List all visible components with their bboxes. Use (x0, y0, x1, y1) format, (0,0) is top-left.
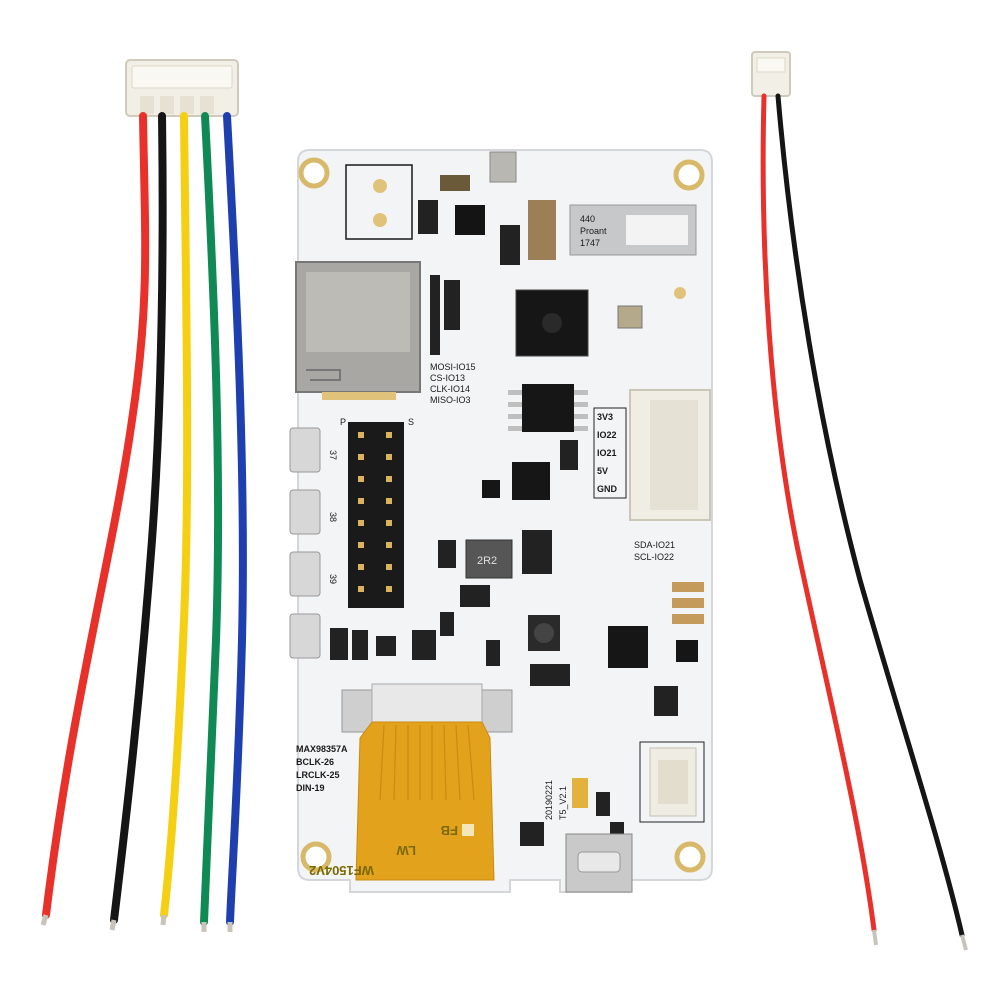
micro-usb-port (565, 833, 633, 893)
chip-antenna: 440 Proant 1747 (569, 204, 697, 256)
red-wire (42, 112, 150, 919)
button-37 (289, 427, 321, 473)
button-39 (289, 551, 321, 597)
sd-pin-label: CLK-IO14 (430, 384, 470, 394)
yellow-wire (160, 112, 192, 919)
battery-connector (639, 741, 705, 823)
black-wire (110, 112, 167, 924)
button-label: 39 (328, 574, 338, 584)
display-flex-cable: FB LW WF1504V2 (309, 721, 495, 881)
i2c-connector-label: 5V (597, 466, 608, 476)
audio-pin-label: BCLK-26 (296, 757, 334, 767)
pin-header (348, 422, 404, 608)
black-wire-right (775, 93, 965, 938)
button-38 (289, 489, 321, 535)
blue-wire (223, 112, 247, 926)
i2c-pin-label: SCL-IO22 (634, 552, 674, 562)
i2c-connector-label: IO21 (597, 448, 617, 458)
audio-pin-label: LRCLK-25 (296, 770, 340, 780)
antenna-text: 1747 (580, 238, 600, 248)
header-label: S (408, 417, 414, 427)
date-code: 20190221 (544, 780, 554, 820)
antenna-text: 440 (580, 214, 595, 224)
mounting-holes (298, 157, 706, 873)
button-rst (289, 613, 321, 659)
i2c-connector-label: 3V3 (597, 412, 613, 422)
button-label: 37 (328, 450, 338, 460)
microsd-card-slot (295, 261, 421, 400)
red-wire-right (760, 93, 877, 933)
audio-pin-label: MAX98357A (296, 744, 348, 754)
sd-pin-label: CS-IO13 (430, 373, 465, 383)
flash-chip (522, 384, 574, 432)
board-version: T5_V2.1 (558, 786, 568, 820)
flex-text: FB (441, 823, 458, 838)
flex-text: LW (396, 843, 416, 858)
inductor-label: 2R2 (477, 555, 497, 567)
antenna-text: Proant (580, 226, 607, 236)
button-label: 38 (328, 512, 338, 522)
header-label: P (340, 417, 346, 427)
i2c-connector-label: GND (597, 484, 618, 494)
two-wire-cable (751, 51, 968, 951)
inductor: 2R2 (465, 539, 513, 579)
i2c-connector (593, 389, 711, 521)
pcb-board: MOSI-IO15 CS-IO13 CLK-IO14 MISO-IO3 440 … (289, 149, 713, 893)
sd-pin-label: MISO-IO3 (430, 395, 471, 405)
audio-pin-label: DIN-19 (296, 783, 325, 793)
i2c-pin-label: SDA-IO21 (634, 540, 675, 550)
green-wire (200, 112, 223, 926)
five-wire-cable (40, 59, 247, 932)
flex-text: WF1504V2 (309, 863, 374, 878)
push-buttons (289, 427, 321, 659)
sd-pin-label: MOSI-IO15 (430, 362, 476, 372)
i2c-connector-label: IO22 (597, 430, 617, 440)
